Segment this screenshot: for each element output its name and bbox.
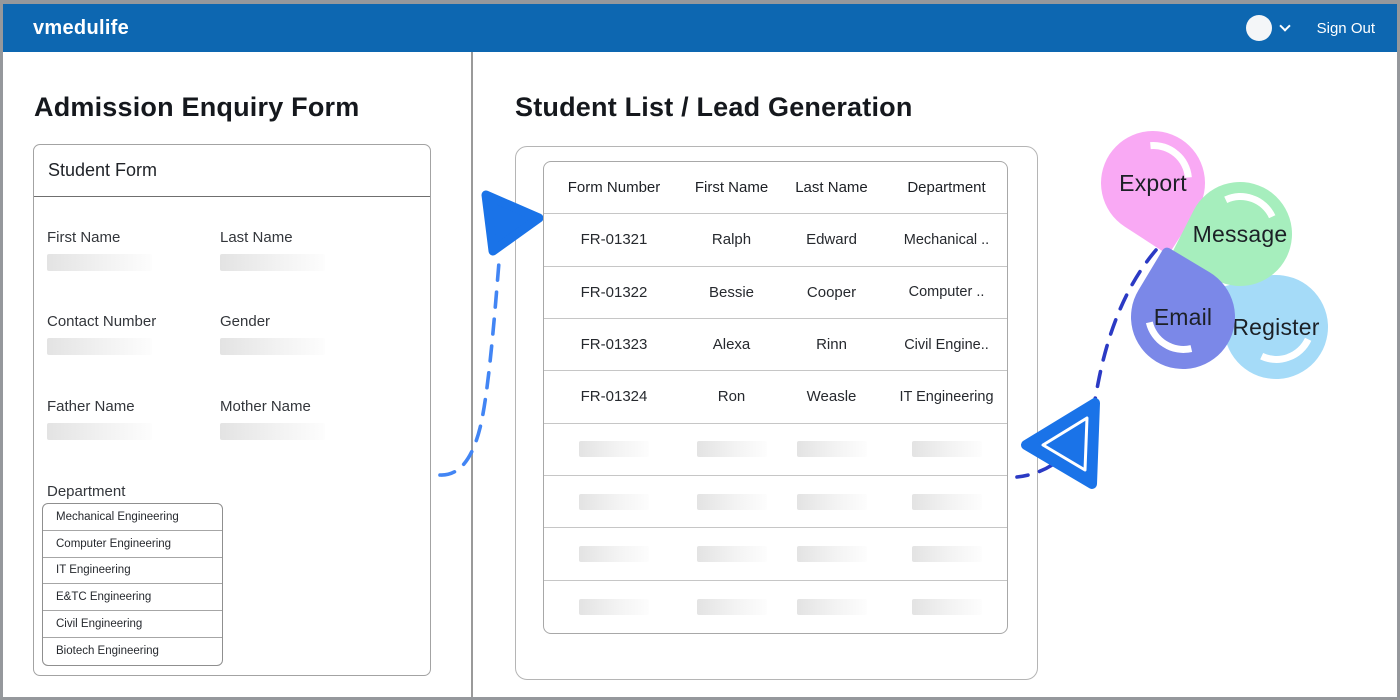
last-name-input[interactable]: [220, 254, 325, 271]
father-name-input[interactable]: [47, 423, 152, 440]
table-header-row: Form Number First Name Last Name Departm…: [544, 162, 1007, 215]
mother-name-input[interactable]: [220, 423, 325, 440]
placeholder-row[interactable]: [544, 424, 1007, 476]
header-right: Sign Out: [1245, 15, 1375, 41]
panel-divider: [471, 52, 473, 697]
department-option[interactable]: Computer Engineering: [43, 531, 222, 558]
table-row[interactable]: FR-01324 Ron Weasle IT Engineering: [544, 371, 1007, 424]
placeholder-bar: [696, 493, 767, 510]
register-bubble-button[interactable]: Register: [1212, 263, 1340, 391]
cell-first-name: Alexa: [712, 336, 751, 354]
cell-department: Civil Engine..: [904, 336, 989, 353]
department-option[interactable]: Biotech Engineering: [56, 645, 159, 658]
placeholder-row[interactable]: [544, 476, 1007, 529]
arrow-left-inner-outline: [1041, 416, 1089, 472]
cell-form-number: FR-01321: [580, 231, 648, 249]
field-label: Contact Number: [47, 313, 157, 330]
email-bubble-button[interactable]: Email: [1111, 245, 1255, 389]
field-gender: Gender: [220, 313, 380, 355]
cell-last-name: Edward: [806, 231, 857, 249]
cell-first-name: Bessie: [708, 283, 755, 301]
lead-table: Form Number First Name Last Name Departm…: [543, 161, 1008, 634]
message-label: Message: [1192, 220, 1288, 247]
first-name-input[interactable]: [47, 254, 152, 271]
placeholder-bar: [579, 493, 649, 510]
table-row[interactable]: FR-01321 Ralph Edward Mechanical ..: [544, 214, 1007, 267]
cell-first-name: Ralph: [711, 231, 752, 249]
field-contact-number: Contact Number: [47, 313, 207, 355]
table-row[interactable]: FR-01322 Bessie Cooper Computer ..: [544, 267, 1007, 319]
dashed-connector-form-to-list: [438, 260, 501, 477]
placeholder-row[interactable]: [544, 581, 1007, 633]
cell-department: IT Engineering: [899, 388, 994, 405]
app-header: vmedulife Sign Out: [3, 4, 1397, 52]
contact-number-input[interactable]: [47, 338, 152, 355]
placeholder-bar: [696, 598, 767, 615]
cell-department: Mechanical ..: [903, 231, 990, 248]
cell-last-name: Cooper: [806, 283, 857, 301]
column-header-department: Department: [907, 179, 986, 197]
export-bubble-button[interactable]: Export: [1081, 111, 1225, 255]
column-header-last-name: Last Name: [795, 179, 868, 197]
field-label: Mother Name: [220, 398, 311, 415]
brand-logo: vmedulife: [33, 16, 130, 39]
department-option[interactable]: IT Engineering: [43, 558, 222, 585]
cell-first-name: Ron: [717, 388, 746, 406]
field-last-name: Last Name: [220, 229, 380, 271]
student-form-card: Student Form First Name Last Name Contac…: [33, 144, 431, 676]
field-label: Last Name: [220, 229, 293, 246]
field-father-name: Father Name: [47, 398, 207, 440]
page-title-student-list: Student List / Lead Generation: [515, 92, 913, 122]
placeholder-bar: [579, 441, 649, 458]
sign-out-button[interactable]: Sign Out: [1316, 19, 1375, 37]
email-label: Email: [1153, 303, 1213, 330]
page-title-admission-form: Admission Enquiry Form: [34, 92, 360, 122]
student-form-card-title: Student Form: [34, 145, 430, 197]
placeholder-bar: [911, 598, 982, 615]
placeholder-bar: [796, 598, 867, 615]
column-header-form-number: Form Number: [567, 179, 661, 197]
field-label: Father Name: [47, 398, 135, 415]
cell-last-name: Weasle: [806, 388, 857, 406]
export-label: Export: [1119, 169, 1187, 196]
placeholder-row[interactable]: [544, 528, 1007, 581]
department-option[interactable]: E&TC Engineering: [43, 584, 222, 612]
placeholder-bar: [911, 493, 982, 510]
gender-input[interactable]: [220, 338, 325, 355]
department-option[interactable]: Civil Engineering: [43, 611, 222, 638]
cell-last-name: Rinn: [816, 336, 847, 354]
avatar[interactable]: [1245, 15, 1272, 41]
field-label: Gender: [220, 313, 271, 330]
placeholder-bar: [796, 545, 867, 562]
field-first-name: First Name: [47, 229, 207, 271]
field-mother-name: Mother Name: [220, 398, 380, 440]
department-option[interactable]: Mechanical Engineering: [43, 504, 222, 531]
cell-department: Computer ..: [908, 284, 985, 301]
placeholder-bar: [579, 598, 649, 615]
placeholder-bar: [796, 441, 867, 458]
placeholder-bar: [911, 441, 982, 458]
field-label: First Name: [47, 229, 121, 246]
department-list: Mechanical Engineering Computer Engineer…: [42, 503, 223, 666]
message-bubble-button[interactable]: Message: [1170, 164, 1310, 304]
column-header-first-name: First Name: [694, 179, 769, 197]
placeholder-bar: [796, 493, 867, 510]
placeholder-bar: [579, 545, 649, 562]
cell-form-number: FR-01324: [580, 388, 648, 406]
cell-form-number: FR-01323: [580, 336, 648, 354]
table-row[interactable]: FR-01323 Alexa Rinn Civil Engine..: [544, 319, 1007, 372]
register-label: Register: [1232, 313, 1320, 340]
cell-form-number: FR-01322: [580, 283, 648, 301]
placeholder-bar: [911, 545, 982, 562]
chevron-down-icon[interactable]: [1278, 20, 1291, 32]
department-label: Department: [47, 483, 126, 500]
placeholder-bar: [696, 441, 767, 458]
placeholder-bar: [696, 545, 767, 562]
